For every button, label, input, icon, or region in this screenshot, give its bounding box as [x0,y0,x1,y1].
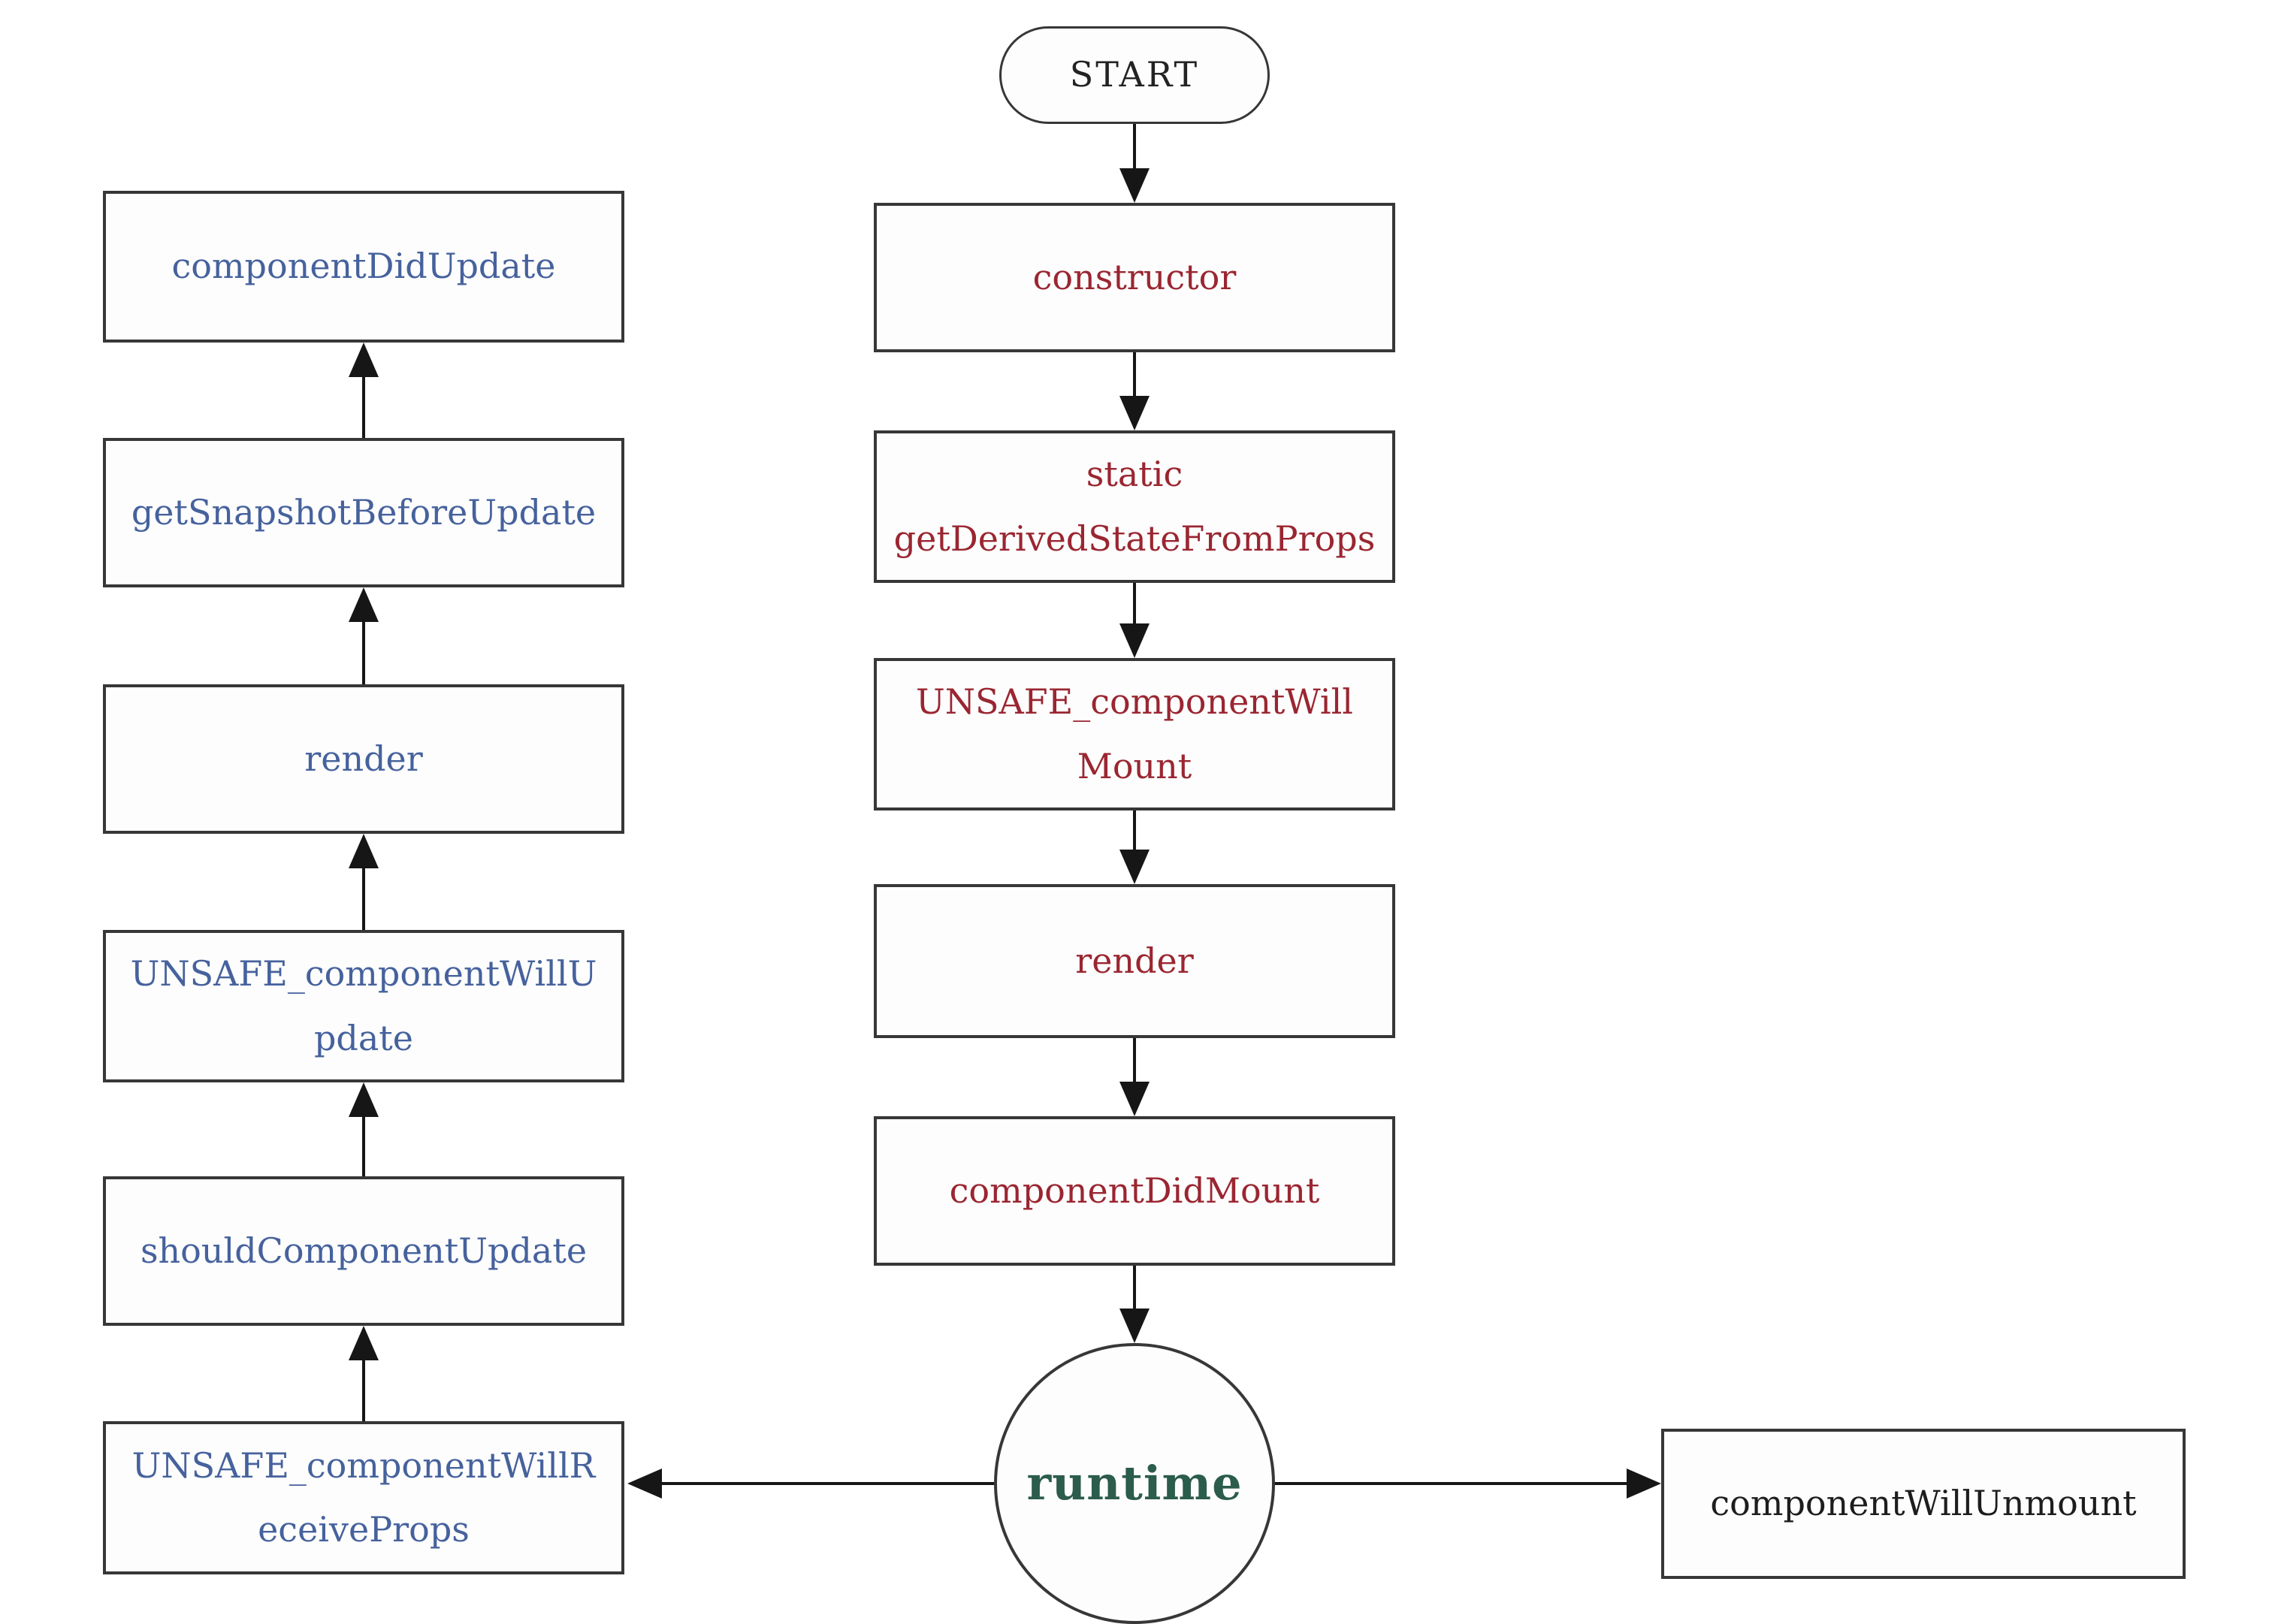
node-componentdidmount: componentDidMount [874,1116,1395,1266]
constructor-label: constructor [1032,256,1237,297]
componentwillreceiveprops-line1: UNSAFE_componentWillR [131,1444,596,1486]
getderivedstatefromprops-line1: static [1086,454,1183,495]
componentwillmount-line2: Mount [1077,745,1192,786]
arrow-componentdidmount-to-runtime [1119,1266,1150,1343]
node-render-update: render [103,684,624,834]
node-getsnapshotbeforeupdate: getSnapshotBeforeUpdate [103,438,624,587]
node-runtime: runtime [994,1343,1275,1624]
node-componentdidupdate: componentDidUpdate [103,191,624,343]
componentwillupdate-line1: UNSAFE_componentWillU [130,953,597,995]
node-componentwillunmount: componentWillUnmount [1661,1429,2186,1579]
node-constructor: constructor [874,203,1395,352]
arrow-runtime-to-willreceiveprops [627,1469,994,1499]
node-unsafe-componentwillreceiveprops: UNSAFE_componentWillR eceiveProps [103,1421,624,1574]
componentdidupdate-label: componentDidUpdate [171,246,556,287]
arrow-getderivedstatefromprops-to-willmount [1119,583,1150,658]
componentwillmount-line1: UNSAFE_componentWill [915,681,1354,723]
shouldcomponentupdate-label: shouldComponentUpdate [140,1230,588,1271]
node-unsafe-componentwillmount: UNSAFE_componentWill Mount [874,658,1395,810]
node-start: START [999,26,1270,124]
render-update-label: render [304,738,423,779]
runtime-label: runtime [1026,1455,1243,1511]
arrow-runtime-to-componentwillunmount [1275,1469,1661,1499]
arrow-willupdate-to-render [349,834,379,930]
componentdidmount-label: componentDidMount [949,1170,1320,1211]
start-label: START [1069,54,1200,95]
node-shouldcomponentupdate: shouldComponentUpdate [103,1176,624,1326]
arrow-willmount-to-render [1119,810,1150,884]
arrow-start-to-constructor [1119,124,1150,203]
arrow-getsnapshot-to-componentdidupdate [349,343,379,438]
getsnapshotbeforeupdate-label: getSnapshotBeforeUpdate [131,491,597,533]
render-mount-label: render [1075,940,1194,981]
node-static-getderivedstatefromprops: static getDerivedStateFromProps [874,430,1395,583]
node-unsafe-componentwillupdate: UNSAFE_componentWillU pdate [103,930,624,1082]
arrow-render-to-componentdidmount [1119,1038,1150,1116]
node-render-mount: render [874,884,1395,1038]
componentwillreceiveprops-line2: eceiveProps [258,1509,470,1550]
arrow-willreceiveprops-to-shouldupdate [349,1326,379,1421]
arrow-shouldupdate-to-willupdate [349,1082,379,1176]
getderivedstatefromprops-line2: getDerivedStateFromProps [893,518,1376,559]
arrow-render-to-getsnapshot [349,587,379,684]
componentwillunmount-label: componentWillUnmount [1710,1483,2137,1524]
componentwillupdate-line2: pdate [313,1017,414,1058]
arrow-constructor-to-getderivedstatefromprops [1119,352,1150,430]
